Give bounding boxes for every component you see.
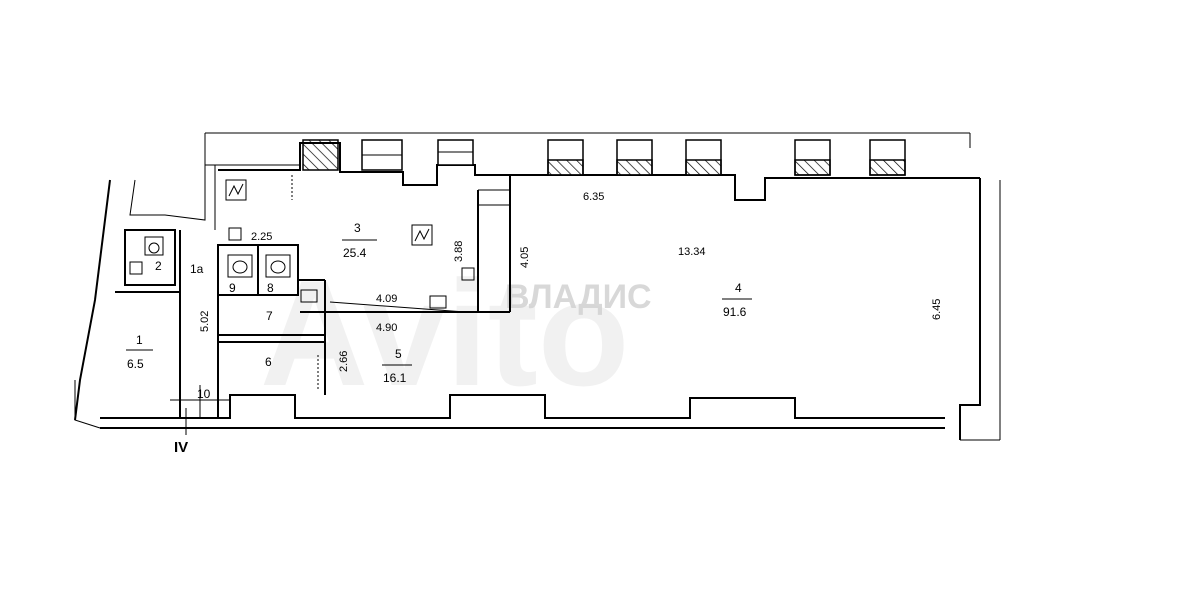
room-9-number: 9 (229, 281, 236, 295)
dimension-labels: 2.25 3.88 4.05 6.35 13.34 6.45 4.09 4.90… (199, 191, 943, 372)
room-5-area: 16.1 (383, 371, 407, 385)
watermark-agency: ВЛАДИС (505, 278, 652, 316)
room-7-number: 7 (266, 309, 273, 323)
room-1-number: 1 (136, 333, 143, 347)
dimension-2-66: 2.66 (338, 351, 350, 372)
room-4-area: 91.6 (723, 305, 747, 319)
dimension-4-09: 4.09 (376, 293, 397, 305)
dimension-2-25: 2.25 (251, 231, 272, 243)
toilet-icon (265, 254, 291, 278)
room-6-number: 6 (265, 355, 272, 369)
room-5-number: 5 (395, 347, 402, 361)
room-2-number: 2 (155, 259, 162, 273)
ventilation-shaft-icon (411, 224, 433, 246)
dimension-4-90: 4.90 (376, 322, 397, 334)
dimension-6-35: 6.35 (583, 191, 604, 203)
axis-label: IV (174, 439, 188, 456)
axis-marker: IV (174, 408, 188, 456)
top-windows (302, 139, 906, 176)
dimension-13-34: 13.34 (678, 246, 706, 258)
dimension-3-88: 3.88 (453, 241, 465, 262)
room-1-area: 6.5 (127, 357, 144, 371)
watermark-brand: Avito (260, 249, 629, 417)
room-3-area: 25.4 (343, 246, 367, 260)
toilet-icon (227, 254, 253, 278)
dimension-5-02: 5.02 (199, 311, 211, 332)
watermark: Avito ВЛАДИС (260, 249, 652, 417)
ventilation-shaft-icon (225, 179, 247, 201)
sink-icon (129, 227, 475, 309)
interior-walls (115, 165, 511, 418)
room-labels: 1 6.5 1а 2 3 25.4 4 91.6 5 16.1 6 7 8 9 … (126, 221, 752, 401)
room-4-number: 4 (735, 281, 742, 295)
toilet-icon (144, 236, 164, 256)
room-3-number: 3 (354, 221, 361, 235)
dimension-4-05: 4.05 (519, 247, 531, 268)
fixtures (129, 175, 475, 390)
dimension-6-45: 6.45 (931, 299, 943, 320)
room-10-number: 10 (197, 387, 211, 401)
column-icon (291, 175, 319, 390)
room-8-number: 8 (267, 281, 274, 295)
room-1a-number: 1а (190, 262, 204, 276)
